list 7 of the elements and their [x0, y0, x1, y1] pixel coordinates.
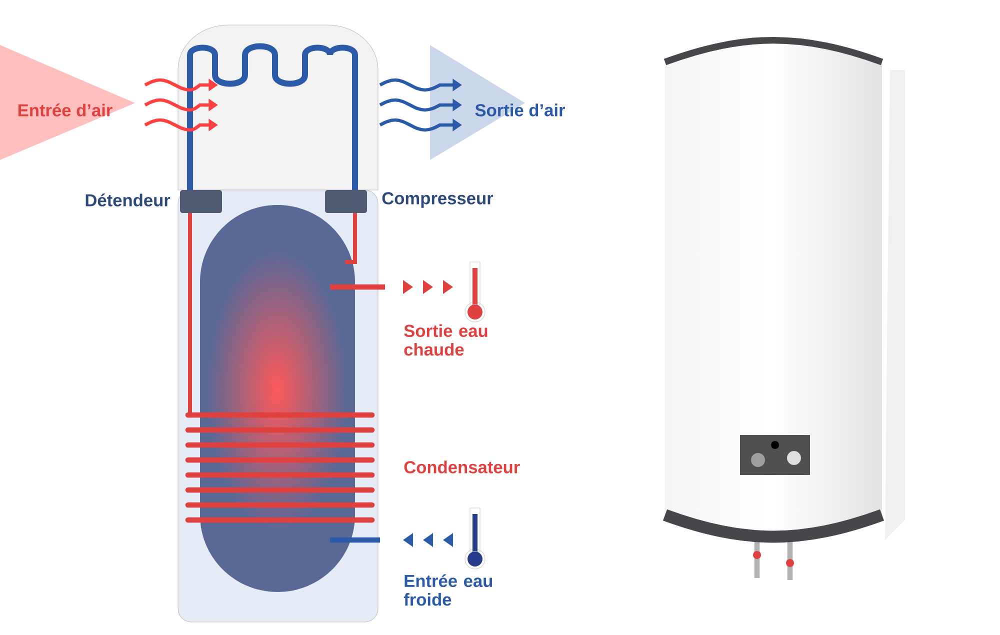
part-label: Sortie eau chaude — [404, 324, 488, 356]
part-label: Entrée eau froide — [404, 574, 492, 606]
part-label: Condensateur — [404, 460, 520, 474]
part-label: Détendeur — [86, 194, 170, 206]
part-label: Compresseur — [382, 192, 494, 208]
part-label: Sortie d’air — [475, 104, 565, 116]
part-label: Entrée d’air — [18, 104, 112, 116]
